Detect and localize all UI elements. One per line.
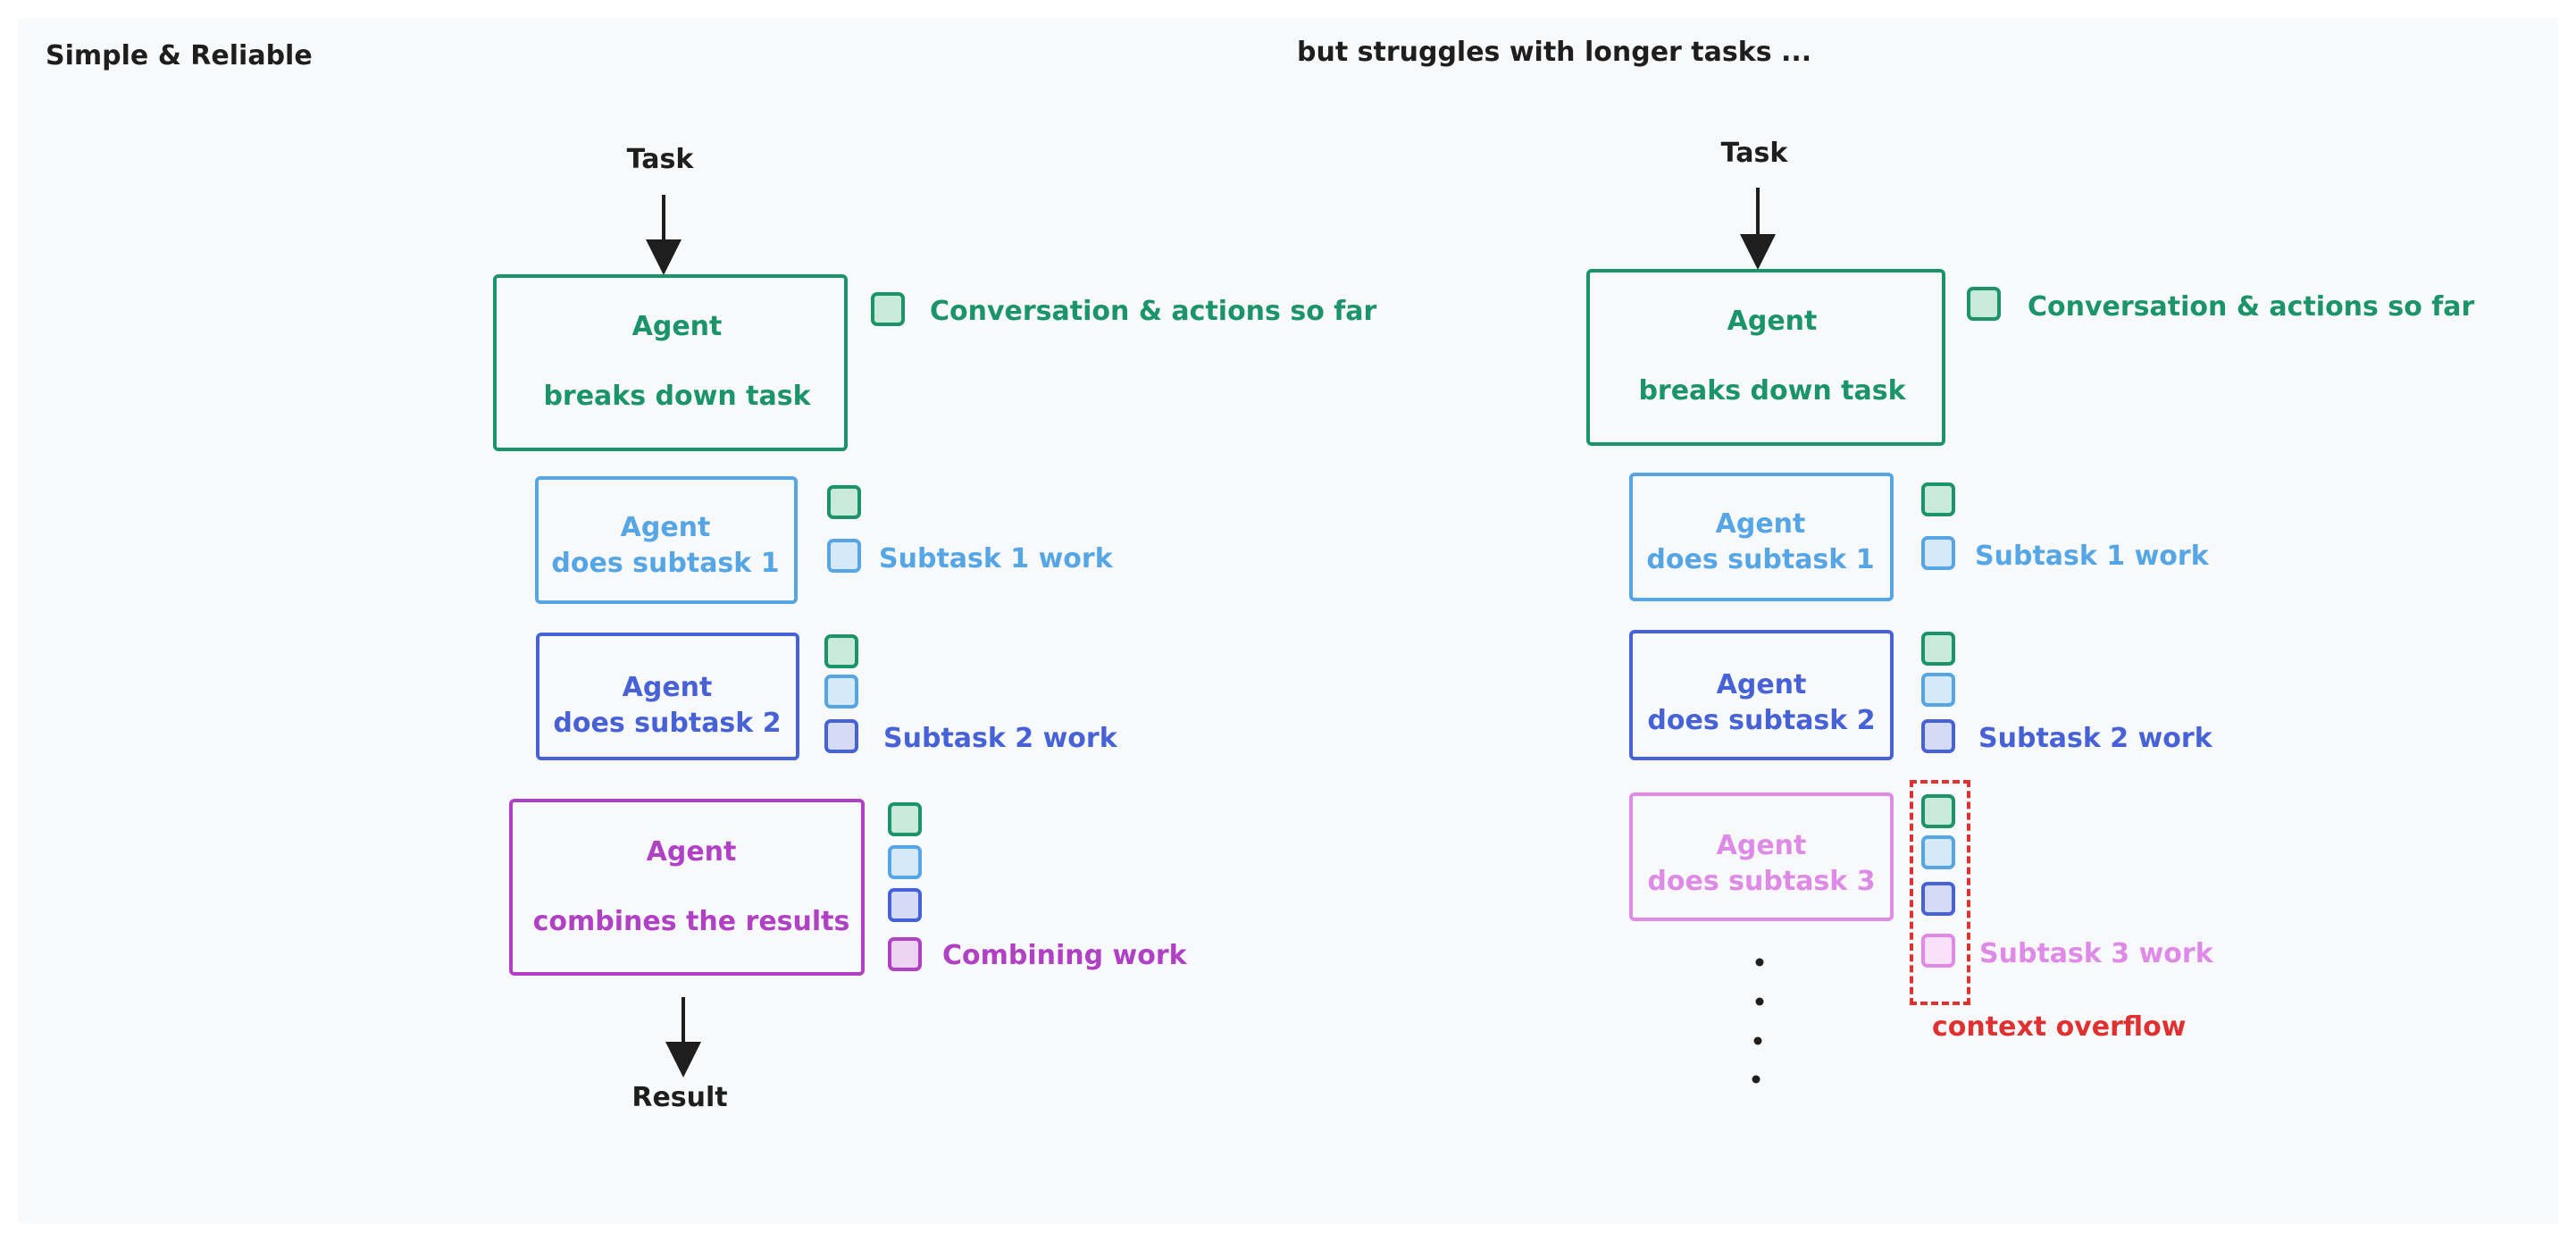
left-subtask1-agent-box (535, 476, 798, 604)
connectors (646, 188, 1776, 1084)
conversation-context-icon (871, 292, 905, 326)
left-heading: Simple & Reliable (46, 40, 313, 71)
left-main-agent-box (493, 274, 848, 451)
left-subtask1-agent-title: Agent (620, 512, 711, 543)
subtask1-context-icon (888, 845, 922, 879)
conversation-context-icon (888, 802, 922, 836)
left-combine-agent-subtitle: combines the results (532, 906, 850, 937)
right-subtask2-agent-subtitle: does subtask 2 (1647, 705, 1876, 736)
right-task-label: Task (1720, 138, 1788, 169)
right-subtask1-agent-subtitle: does subtask 1 (1646, 544, 1875, 575)
right-subtask1-agent-box (1629, 473, 1894, 601)
left-subtask2-agent-subtitle: does subtask 2 (553, 708, 782, 739)
subtask3-context-icon (1921, 934, 1955, 968)
left-conversation-label: Conversation & actions so far (930, 296, 1377, 327)
conversation-context-icon (1921, 632, 1955, 666)
left-subtask1-work-label: Subtask 1 work (879, 543, 1113, 574)
right-subtask2-work-label: Subtask 2 work (1978, 723, 2212, 754)
ellipsis-dot (1755, 958, 1764, 967)
left-combine-agent-title: Agent (646, 836, 737, 868)
right-heading: but struggles with longer tasks ... (1297, 37, 1812, 68)
left-subtask2-work-label: Subtask 2 work (883, 723, 1117, 754)
ellipsis-dot (1753, 1036, 1762, 1045)
subtask2-context-icon (824, 719, 858, 753)
context-overflow-label: context overflow (1932, 1011, 2187, 1043)
left-result-label: Result (631, 1082, 728, 1113)
ellipsis-dot (1755, 997, 1764, 1006)
subtask2-context-icon (1921, 882, 1955, 916)
context-overflow-boundary (1910, 780, 1970, 1005)
right-subtask3-agent-box (1629, 792, 1894, 921)
right-subtask3-agent-subtitle: does subtask 3 (1647, 866, 1876, 897)
ellipsis-dot (1752, 1075, 1761, 1084)
subtask1-context-icon (1921, 673, 1955, 707)
subtask2-context-icon (1921, 719, 1955, 753)
right-subtask3-work-label: Subtask 3 work (1979, 938, 2213, 969)
combining-context-icon (888, 937, 922, 971)
subtask2-context-icon (888, 888, 922, 922)
left-combine-agent-box (509, 799, 865, 976)
subtask1-context-icon (824, 675, 858, 709)
left-main-agent-subtitle: breaks down task (543, 381, 811, 412)
conversation-context-icon (824, 634, 858, 668)
conversation-context-icon (827, 485, 861, 519)
left-task-label: Task (626, 144, 694, 175)
right-main-agent-title: Agent (1727, 306, 1818, 337)
right-subtask2-agent-title: Agent (1716, 669, 1807, 700)
right-main-agent-box (1586, 269, 1945, 446)
left-subtask2-agent-title: Agent (622, 672, 713, 703)
right-subtask3-agent-title: Agent (1716, 830, 1807, 861)
left-subtask1-agent-subtitle: does subtask 1 (551, 548, 780, 579)
conversation-context-icon (1921, 482, 1955, 516)
right-subtask1-agent-title: Agent (1715, 508, 1806, 540)
conversation-context-icon (1921, 794, 1955, 828)
right-conversation-label: Conversation & actions so far (2028, 291, 2475, 323)
subtask1-context-icon (1921, 536, 1955, 570)
left-subtask2-agent-box (536, 633, 799, 760)
subtask1-context-icon (827, 539, 861, 573)
right-subtask2-agent-box (1629, 630, 1894, 760)
subtask1-context-icon (1921, 835, 1955, 869)
left-main-agent-title: Agent (631, 311, 723, 342)
right-subtask1-work-label: Subtask 1 work (1975, 541, 2209, 572)
right-main-agent-subtitle: breaks down task (1638, 375, 1906, 407)
conversation-context-icon (1967, 287, 2001, 321)
left-combining-work-label: Combining work (942, 940, 1187, 971)
diagram-canvas: Simple & Reliable but struggles with lon… (18, 18, 2558, 1223)
